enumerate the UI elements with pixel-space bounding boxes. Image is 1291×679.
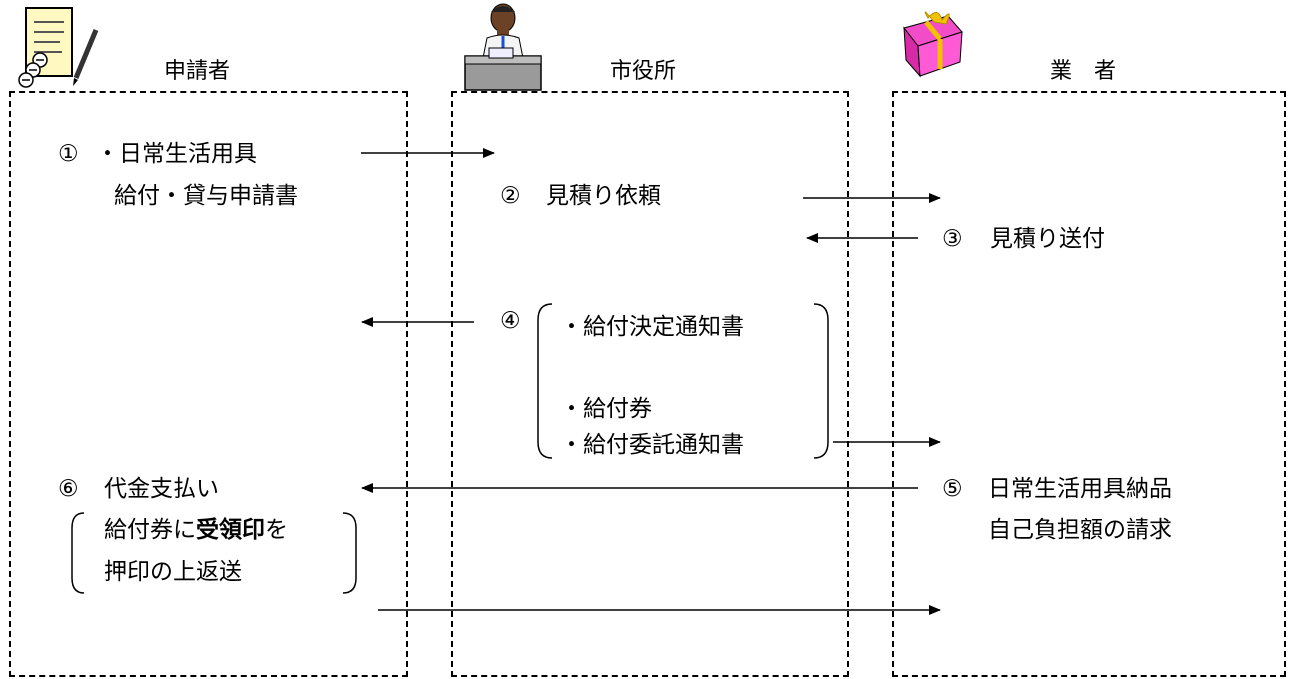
step6-line2-a: 給付券に — [104, 517, 196, 543]
step5-line1: 日常生活用具納品 — [988, 476, 1172, 502]
city-office-column — [451, 91, 849, 677]
step6-line1: 代金支払い — [104, 476, 219, 502]
city-office-header: 市役所 — [610, 59, 677, 84]
step5-line2: 自己負担額の請求 — [988, 517, 1172, 543]
step4-left-bracket — [537, 303, 553, 459]
step6-line2: 給付券に受領印を — [104, 515, 288, 545]
step1-line1: ・日常生活用具 — [96, 141, 257, 167]
step6-line3: 押印の上返送 — [104, 559, 242, 585]
step4-item-3: ・給付委託通知書 — [560, 432, 744, 458]
step6-number: ⑥ — [58, 476, 79, 502]
step6-left-bracket — [71, 512, 85, 594]
step1-number: ① — [58, 141, 79, 167]
step6-receipt-stamp: 受領印 — [196, 517, 265, 543]
step4-item-2: ・給付券 — [560, 396, 652, 422]
vendor-column — [892, 91, 1286, 677]
step3-text: 見積り送付 — [990, 226, 1105, 252]
step6-right-bracket — [342, 512, 357, 594]
vendor-header: 業 者 — [1050, 59, 1117, 84]
gift-box-icon — [898, 2, 968, 78]
step3-number: ③ — [942, 226, 963, 252]
office-clerk-icon — [459, 2, 545, 94]
step1-line2: 給付・貸与申請書 — [114, 183, 298, 209]
step2-text: 見積り依頼 — [546, 183, 661, 209]
step6-line2-c: を — [265, 517, 288, 543]
step4-number: ④ — [500, 308, 521, 334]
step2-number: ② — [500, 183, 521, 209]
step4-right-bracket — [813, 303, 829, 459]
document-pencil-icon — [16, 2, 100, 90]
step5-number: ⑤ — [942, 476, 963, 502]
step4-item-1: ・給付決定通知書 — [560, 314, 744, 340]
applicant-header: 申請者 — [164, 59, 231, 84]
applicant-column — [9, 91, 408, 677]
